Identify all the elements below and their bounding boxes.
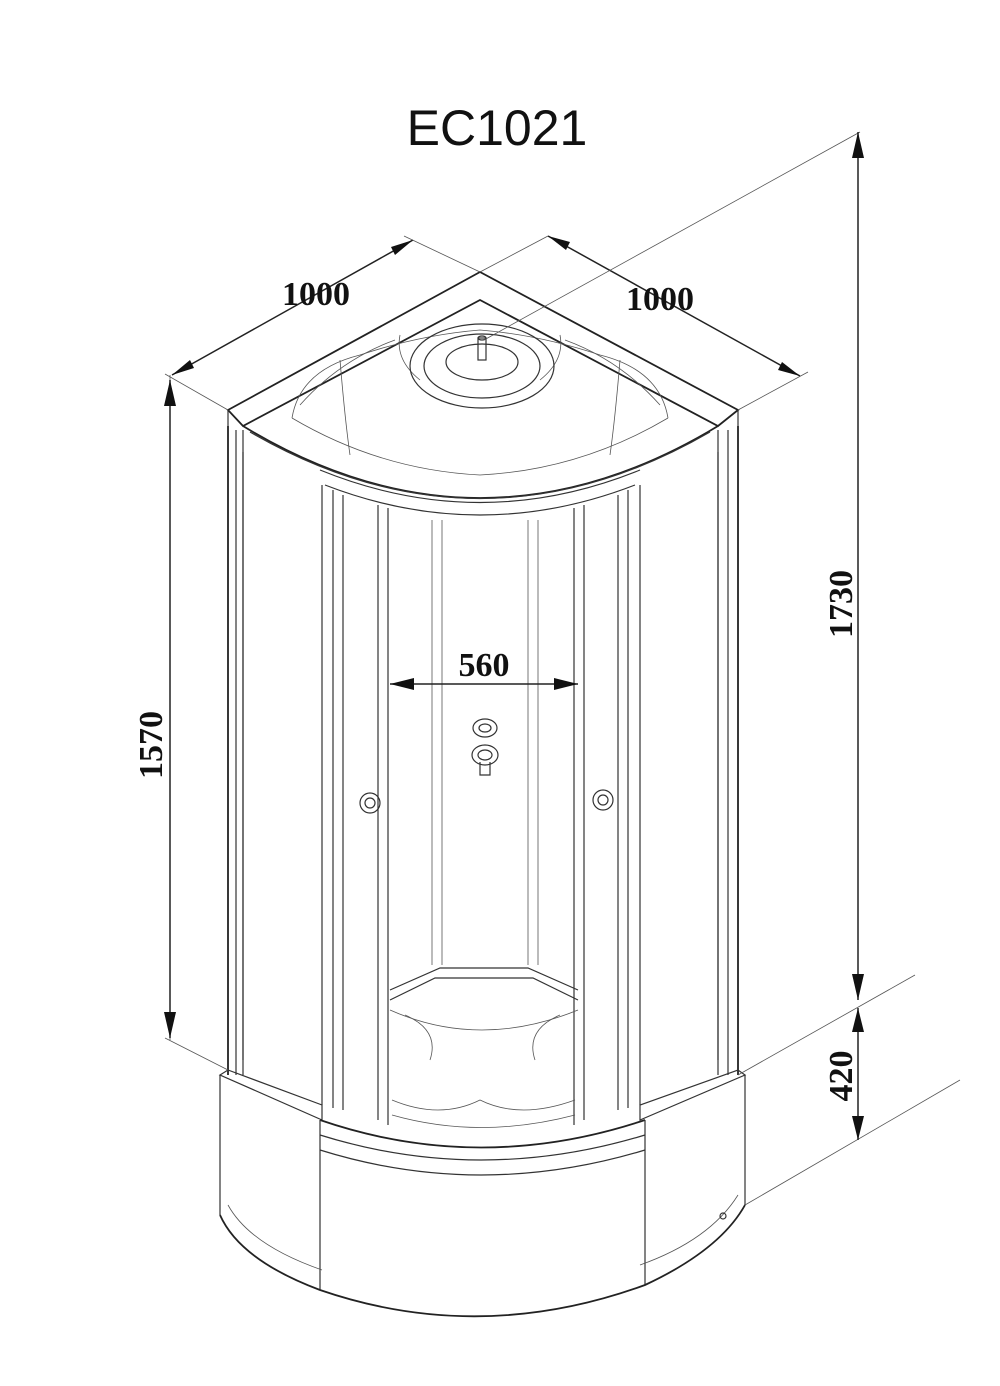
ceiling-shower-icon xyxy=(409,323,555,409)
dim-cabin-height-label: 1570 xyxy=(133,711,170,779)
left-door-handle-icon xyxy=(359,792,381,814)
shower-cabin xyxy=(218,270,747,1318)
right-door-handle-icon xyxy=(592,789,614,811)
dim-width-left-label: 1000 xyxy=(282,276,350,313)
mixer-tap-icon xyxy=(471,718,499,776)
cabin-roof xyxy=(226,270,740,516)
cabin-walls xyxy=(227,426,739,1128)
height-extension-mid xyxy=(737,974,916,1076)
dim-tray-height-label: 420 xyxy=(823,1051,860,1102)
dimension-total-height xyxy=(852,132,864,1000)
dim-total-height-label: 1730 xyxy=(823,570,860,638)
model-title: EC1021 xyxy=(407,100,588,156)
dimension-width-left xyxy=(164,235,481,411)
dim-width-right-label: 1000 xyxy=(626,281,694,318)
dimension-tray-height xyxy=(852,1008,864,1140)
dimension-width-right xyxy=(479,235,809,411)
dimension-cabin-height xyxy=(164,375,229,1071)
drain-icon xyxy=(719,1212,727,1220)
height-extension-top xyxy=(483,131,861,341)
height-extension-bottom xyxy=(744,1079,961,1206)
dimension-door-opening xyxy=(390,678,578,690)
dim-door-opening-label: 560 xyxy=(459,647,510,684)
shower-tray xyxy=(218,1069,747,1318)
